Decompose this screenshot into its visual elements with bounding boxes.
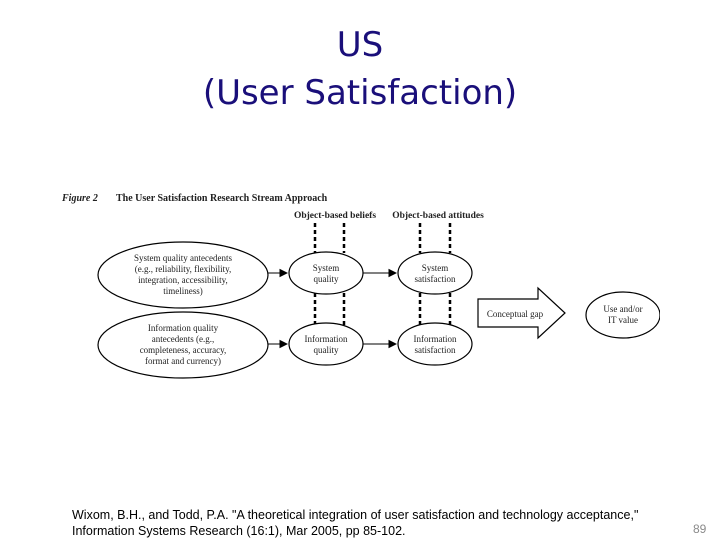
information-antecedents-line-4: format and currency) [145,356,221,366]
system-quality-line-2: quality [314,274,339,284]
system-antecedents-line-4: timeliness) [163,286,203,296]
system-antecedents-line-1: System quality antecedents [134,253,232,263]
system-quality-line-1: System [313,263,340,273]
information-antecedents-ellipse [97,311,269,379]
use-value-ellipse [585,291,660,339]
information-quality-ellipse [288,322,364,366]
figure-label: Figure 2 [61,193,98,204]
system-satisfaction-line-1: System [422,263,449,273]
information-quality-line-1: Information [305,334,348,344]
user-satisfaction-figure: Figure 2 The User Satisfaction Research … [61,193,660,379]
information-satisfaction-line-2: satisfaction [415,345,456,355]
information-satisfaction-line-1: Information [414,334,457,344]
slide-title-line-1: US [336,25,384,65]
page-number: 89 [693,522,707,536]
information-antecedents-line-1: Information quality [148,323,219,333]
information-quality-line-2: quality [314,345,339,355]
system-antecedents-line-3: integration, accessibility, [138,275,228,285]
figure-caption: The User Satisfaction Research Stream Ap… [116,193,328,204]
system-quality-ellipse [288,251,364,295]
system-antecedents-line-2: (e.g., reliability, flexibility, [135,264,232,274]
citation-line-1: Wixom, B.H., and Todd, P.A. "A theoretic… [72,508,639,522]
information-antecedents-line-3: completeness, accuracy, [140,345,227,355]
information-satisfaction-ellipse [397,322,473,366]
use-value-line-1: Use and/or [603,304,642,314]
conceptual-gap-label: Conceptual gap [487,309,544,319]
system-satisfaction-line-2: satisfaction [415,274,456,284]
information-antecedents-line-2: antecedents (e.g., [152,334,214,344]
header-object-based-beliefs: Object-based beliefs [294,211,376,221]
system-satisfaction-ellipse [397,251,473,295]
conceptual-gap-arrow [477,286,566,340]
system-antecedents-ellipse [97,241,269,309]
dashed-connectors [313,223,452,325]
header-object-based-attitudes: Object-based attitudes [392,211,484,221]
slide-title-line-2: (User Satisfaction) [202,73,518,113]
citation-line-2: Information Systems Research (16:1), Mar… [72,524,406,538]
use-value-line-2: IT value [608,315,638,325]
